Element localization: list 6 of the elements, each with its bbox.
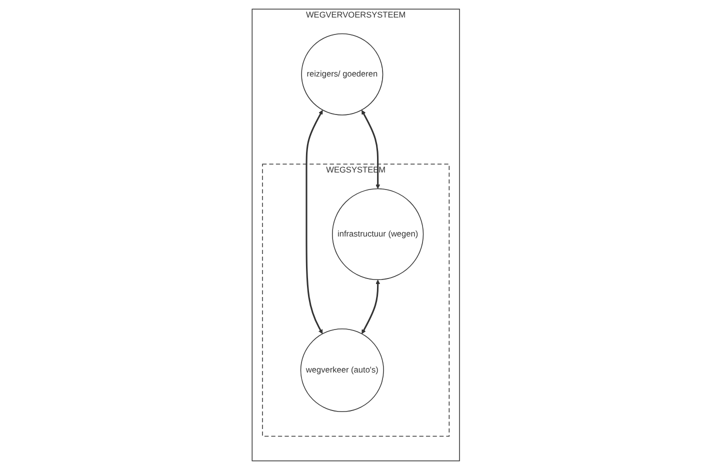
arrow: [361, 110, 380, 189]
node-circle: wegverkeer (auto's): [300, 328, 384, 412]
node-circle: reizigers/ goederen: [300, 33, 383, 116]
arrow: [305, 110, 322, 334]
arrow: [361, 280, 380, 334]
node-circle: infrastructuur (wegen): [332, 188, 424, 280]
